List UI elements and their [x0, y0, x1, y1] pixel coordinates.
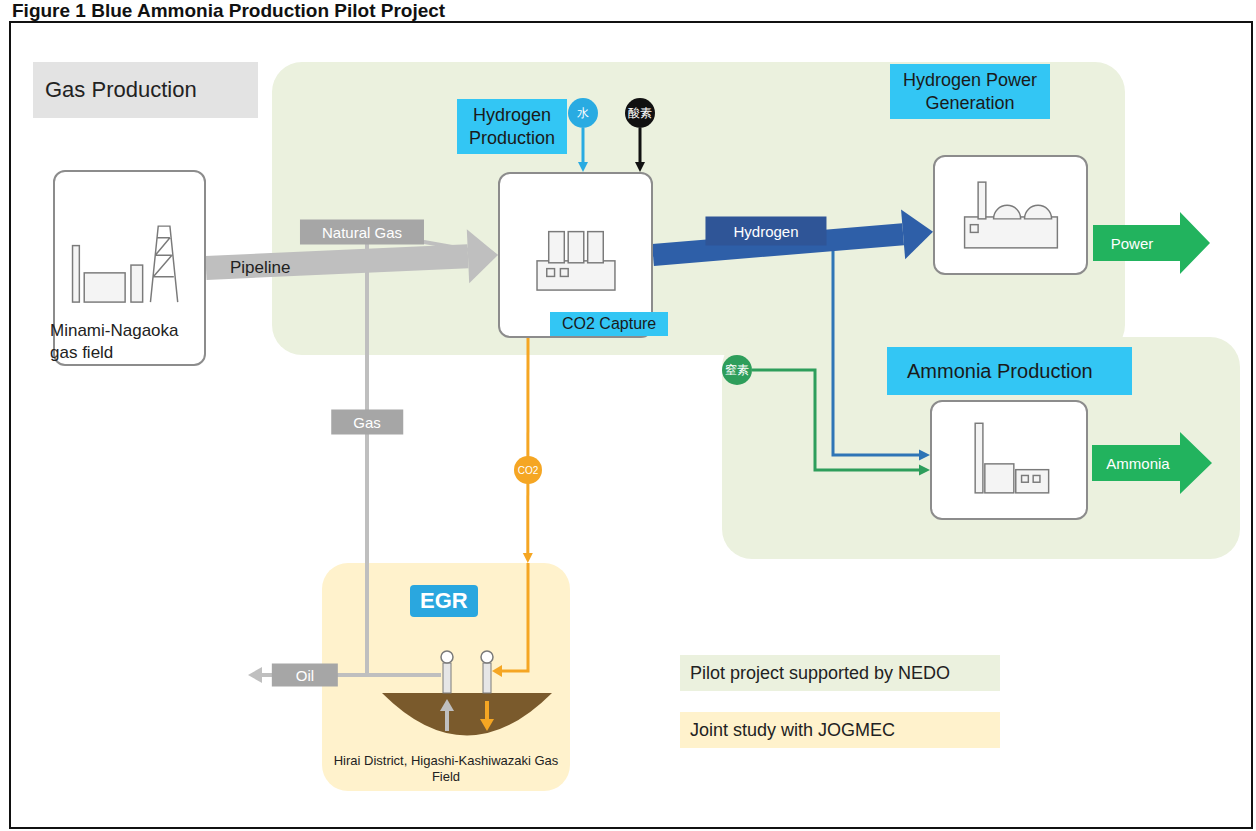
input-arrow — [639, 128, 642, 162]
input-circle: 窒素 — [722, 355, 752, 385]
legend-text: Pilot project supported by NEDO — [690, 663, 950, 684]
output-label: Power — [1111, 235, 1154, 252]
edge-label: Hydrogen — [705, 217, 826, 246]
nedo-region — [722, 337, 1240, 559]
input-circle: 酸素 — [625, 98, 655, 128]
hydrogen-branch — [653, 232, 919, 455]
section-text: Gas Production — [45, 77, 197, 103]
input-arrow — [582, 128, 585, 162]
ammonia-arrow — [1092, 432, 1212, 494]
gas-return-line — [367, 232, 486, 563]
facility-box: Ammonia Production — [930, 400, 1088, 520]
input-circle: 水 — [568, 98, 598, 128]
facility-box: Hydrogen Power Generation — [933, 155, 1088, 275]
input-text: 酸素 — [628, 107, 652, 119]
figure-title: Figure 1 Blue Ammonia Production Pilot P… — [12, 0, 445, 22]
legend-swatch: Pilot project supported by NEDO — [680, 655, 1000, 691]
power-arrow — [1093, 212, 1210, 274]
egr-label: EGR — [410, 585, 478, 617]
output-label: Ammonia — [1106, 455, 1169, 472]
process-label: CO2 Capture — [550, 312, 668, 336]
pipeline-label: Pipeline — [230, 258, 291, 278]
heading-label: Hydrogen Power Generation — [890, 64, 1050, 119]
power-illustration — [935, 157, 1086, 273]
edge-label: Natural Gas — [300, 220, 424, 245]
input-text: 窒素 — [725, 364, 749, 376]
facility-caption: Minami-Nagaoka gas field — [50, 320, 190, 364]
co2-line — [526, 338, 529, 553]
egr-region: EGR Hirai District, Higashi-Kashiwazaki G… — [322, 563, 570, 791]
facility-box: Minami-Nagaoka gas field — [53, 170, 206, 366]
legend-swatch: Joint study with JOGMEC — [680, 712, 1000, 748]
edge-label: CO2 — [514, 456, 542, 484]
facility-box: Hydrogen ProductionCO2 Capture — [498, 172, 653, 338]
nh3-illustration — [932, 402, 1086, 518]
oil-label: Oil — [272, 664, 338, 687]
heading-label: Ammonia Production — [887, 347, 1132, 395]
input-text: 水 — [577, 107, 589, 119]
edge-label: Gas — [331, 410, 403, 435]
site-caption: Hirai District, Higashi-Kashiwazaki Gas … — [332, 753, 560, 784]
outer-border — [10, 22, 1252, 828]
heading-label: Hydrogen Production — [457, 99, 567, 154]
nedo-region — [272, 62, 1125, 355]
section-label: Gas Production — [33, 62, 258, 118]
legend-text: Joint study with JOGMEC — [690, 720, 895, 741]
